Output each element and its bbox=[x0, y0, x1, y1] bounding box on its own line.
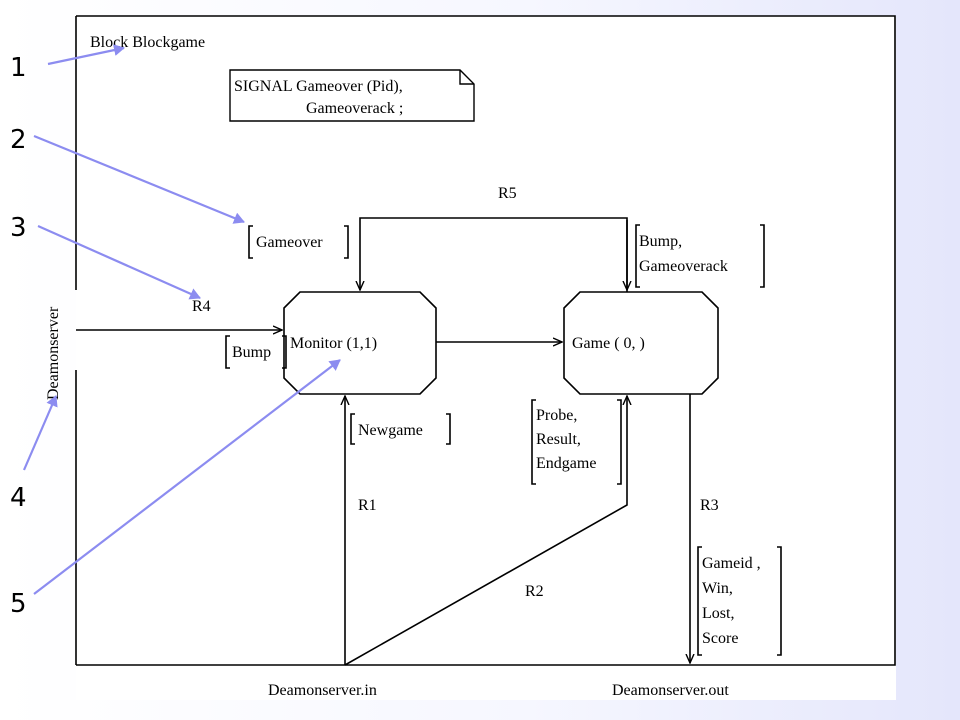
signal-probe: Probe, bbox=[536, 407, 577, 424]
signal-endgame: Endgame bbox=[536, 455, 596, 472]
route-r2-label: R2 bbox=[525, 583, 544, 600]
route-r5-label: R5 bbox=[498, 185, 517, 202]
signal-note-line1: SIGNAL Gameover (Pid), bbox=[234, 78, 403, 95]
signal-gameover: Gameover bbox=[256, 234, 323, 251]
signal-list-probe-result-endgame: Probe, Result, Endgame bbox=[531, 399, 622, 485]
signal-result: Result, bbox=[536, 431, 581, 448]
signal-score: Score bbox=[702, 630, 738, 647]
callout-1: 1 bbox=[10, 53, 27, 83]
route-r3-label: R3 bbox=[700, 497, 719, 514]
signal-win: Win, bbox=[702, 580, 733, 597]
callout-5: 5 bbox=[10, 589, 27, 619]
signal-bump: Bump bbox=[232, 344, 271, 361]
callout-3: 3 bbox=[10, 213, 27, 243]
signal-lost: Lost, bbox=[702, 605, 734, 622]
signal-list-gameover: Gameover bbox=[248, 225, 349, 259]
route-r2 bbox=[344, 396, 627, 666]
callout-2-pointer bbox=[33, 134, 245, 224]
signal-list-newgame: Newgame bbox=[350, 413, 451, 445]
channel-in-label: Deamonserver.in bbox=[268, 682, 377, 699]
callout-4-pointer bbox=[22, 395, 58, 471]
game-process: Game ( 0, ) bbox=[563, 291, 719, 395]
channel-out-label: Deamonserver.out bbox=[612, 682, 729, 699]
block-frame bbox=[76, 15, 896, 666]
diagram-canvas bbox=[76, 16, 896, 700]
callout-1-pointer bbox=[47, 44, 125, 66]
signal-gameid: Gameid , bbox=[702, 555, 761, 572]
signal-list-gameid-win-lost-score: Gameid , Win, Lost, Score bbox=[697, 546, 782, 656]
signal-note-line2: Gameoverack ; bbox=[306, 100, 403, 117]
route-r4-label: R4 bbox=[192, 298, 211, 315]
signal-bump-2: Bump, bbox=[639, 233, 682, 250]
callout-2: 2 bbox=[10, 125, 27, 155]
route-r1-label: R1 bbox=[358, 497, 377, 514]
callout-4: 4 bbox=[10, 483, 27, 513]
callout-3-pointer bbox=[37, 224, 201, 300]
signal-list-bump: Bump bbox=[225, 335, 287, 369]
callout-5-pointer bbox=[33, 359, 341, 595]
monitor-process-label: Monitor (1,1) bbox=[290, 335, 377, 352]
deamonserver-label: Deamonserver bbox=[45, 306, 62, 400]
signal-list-bump-gameoverack: Bump, Gameoverack bbox=[635, 224, 765, 288]
monitor-process: Monitor (1,1) bbox=[283, 291, 437, 395]
block-title: Block Blockgame bbox=[90, 34, 205, 51]
signal-note: SIGNAL Gameover (Pid), Gameoverack ; bbox=[229, 69, 475, 122]
signal-gameoverack: Gameoverack bbox=[639, 258, 728, 275]
signal-newgame: Newgame bbox=[358, 422, 423, 439]
game-process-label: Game ( 0, ) bbox=[572, 335, 645, 352]
